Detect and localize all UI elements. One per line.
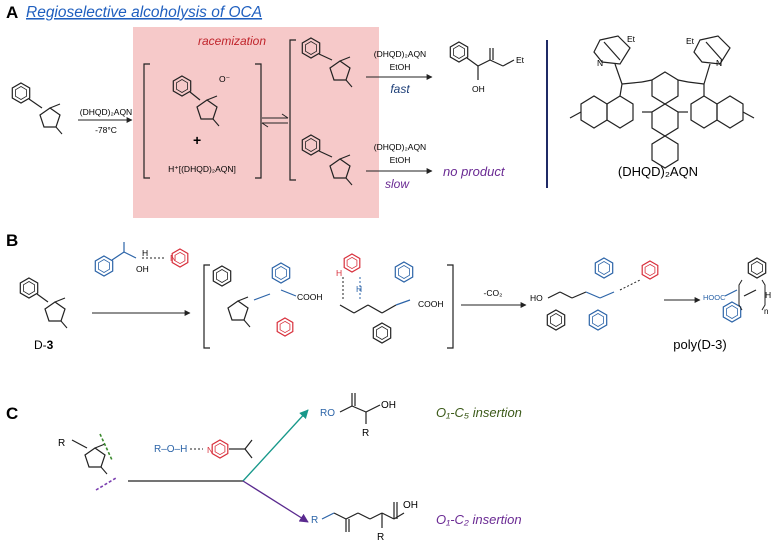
ethyl-mandelate-structure (449, 41, 515, 80)
o1-c2-cleavage-mark (95, 477, 117, 491)
fast-label: fast (390, 82, 410, 96)
tetrahedral-intermediate (212, 262, 297, 337)
racemization-highlight-box (133, 27, 379, 218)
intermediate-bracket-left (203, 264, 210, 349)
nucleophile-label: R–O–H (154, 444, 187, 455)
catalyst-n-left: N (597, 58, 603, 68)
monomer-d3-structure (19, 277, 68, 329)
solvent-fast: EtOH (390, 62, 411, 72)
reagent-label-1: (DHQD)₂AQN (80, 107, 132, 117)
panel-c: C R R–O–H N RO OH R (6, 393, 522, 543)
dimer-ho: HO (530, 293, 543, 303)
solvent-slow: EtOH (390, 155, 411, 165)
o1-c5-insertion-label: O₁-C₅ insertion (436, 405, 522, 420)
product-oh: OH (472, 84, 485, 94)
catalyst-et-right: Et (686, 36, 695, 46)
catalyst-name: (DHQD)₂AQN (618, 164, 698, 179)
oca-r-group: R (58, 438, 65, 449)
slow-label: slow (385, 177, 410, 191)
enantiomer-top (301, 37, 353, 88)
ring-opened-intermediate (339, 253, 414, 344)
reagent-oh: OH (136, 264, 149, 274)
temperature-label: -78°C (95, 125, 117, 135)
ring-opened-h-right: H (356, 284, 362, 294)
monomer-label: D-3 (34, 338, 54, 352)
o1-c2-arrow (242, 480, 309, 523)
product-bottom-r-left: R (311, 515, 318, 526)
polymer-hooc: HOOC (703, 293, 726, 302)
starting-oca-structure (11, 82, 63, 135)
reagent-n: N (170, 253, 176, 263)
intermediate-cooh: COOH (297, 292, 323, 302)
enantiomer-bottom (301, 134, 353, 186)
polymer-label: poly(D-3) (673, 337, 726, 352)
panel-a: A Regioselective alcoholysis of OCA race… (6, 3, 755, 218)
product-top-ro: RO (320, 408, 335, 419)
product-bottom-oh: OH (403, 500, 418, 511)
product-et: Et (516, 55, 525, 65)
o1-c5-product (339, 393, 381, 424)
dmap-n: N (207, 445, 213, 455)
bracket-right (255, 63, 262, 179)
dhqd2aqn-structure (569, 35, 755, 169)
product-top-oh: OH (381, 400, 396, 411)
product-top-r: R (362, 428, 369, 439)
panel-b-letter: B (6, 231, 18, 250)
polymer-structure (722, 257, 767, 323)
reagent-fast: (DHQD)₂AQN (374, 49, 426, 59)
intermediate-bracket-right (447, 264, 454, 349)
racemization-label: racemization (198, 34, 266, 48)
panel-a-title: Regioselective alcoholysis of OCA (26, 4, 262, 21)
o1-c5-cleavage-mark (99, 433, 113, 461)
polymer-n: n (764, 307, 768, 316)
panel-a-letter: A (6, 3, 18, 22)
ring-opened-h-left: H (336, 268, 342, 278)
panel-b: B D-3 OH H N (6, 231, 771, 352)
polymer-h: H (765, 290, 771, 300)
o1-c2-product (321, 502, 405, 532)
co2-label: -CO₂ (484, 288, 503, 298)
reagent-h: H (142, 248, 148, 258)
catalyst-et-left: Et (627, 34, 636, 44)
enantiomer-bracket (289, 39, 296, 181)
reagent-slow: (DHQD)₂AQN (374, 142, 426, 152)
dimer-product (546, 257, 659, 331)
mandelic-acid-pyridine-reagent (94, 242, 189, 277)
o1-c5-arrow (242, 409, 309, 482)
enolate-charge: O⁻ (219, 74, 230, 84)
panel-c-letter: C (6, 404, 18, 423)
product-bottom-r: R (377, 532, 384, 543)
ring-opened-cooh: COOH (418, 299, 444, 309)
substituted-oca-structure (71, 433, 117, 491)
catalyst-n-right: N (716, 58, 722, 68)
enolate-structure (172, 75, 220, 127)
o1-c2-insertion-label: O₁-C₂ insertion (436, 512, 522, 527)
plus-sign: + (193, 132, 201, 148)
bracket-left (143, 63, 150, 179)
no-product-label: no product (443, 164, 506, 179)
ion-pair-label: H⁺[(DHQD)₂AQN] (168, 164, 236, 174)
